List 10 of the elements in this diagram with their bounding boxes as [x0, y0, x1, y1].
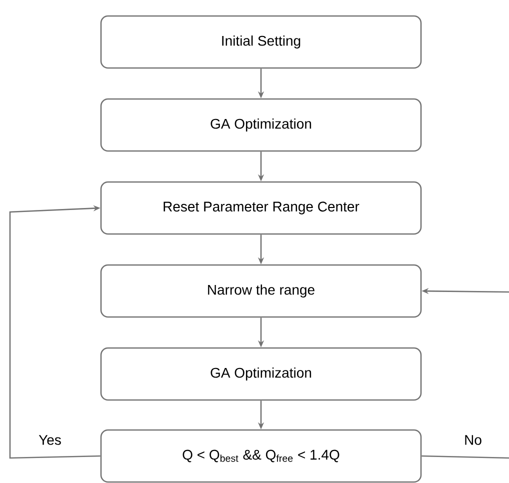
process-box: GA Optimization [100, 347, 422, 401]
arrow [9, 205, 100, 459]
edge-label: Yes [38, 434, 62, 446]
process-box: Narrow the range [100, 264, 422, 318]
connector-line [422, 455, 509, 459]
edge-label: No [463, 434, 483, 446]
process-box: Q < Q$_{best}$ && Q$_{free}$ < 1.4Q [100, 429, 422, 483]
process-box: Initial Setting [100, 15, 422, 69]
process-box: GA Optimization [100, 98, 422, 152]
process-box: Reset Parameter Range Center [100, 181, 422, 235]
